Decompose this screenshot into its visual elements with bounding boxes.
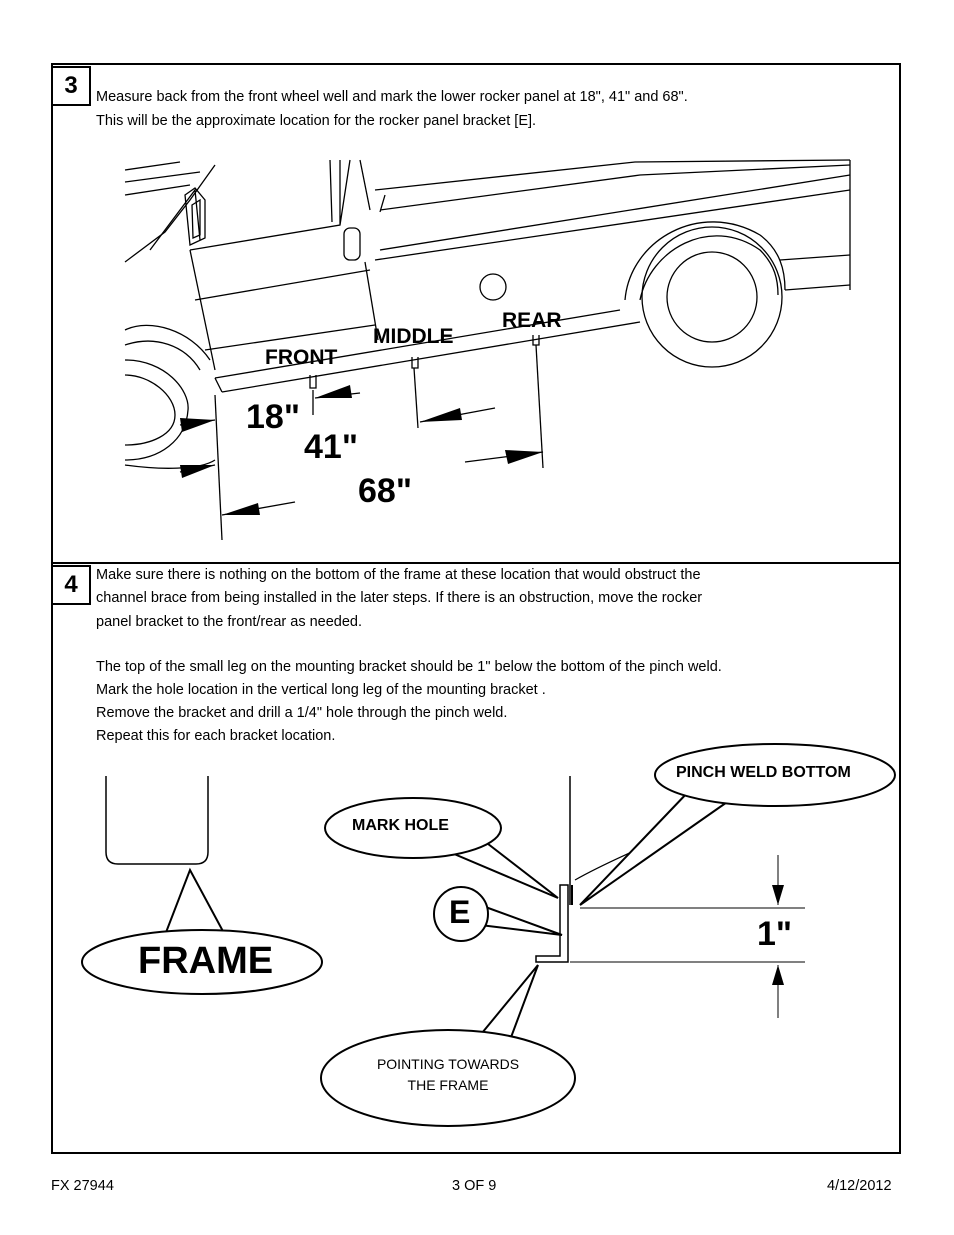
label-rear: REAR	[502, 309, 562, 332]
step-3-text-line-2: This will be the approximate location fo…	[96, 113, 537, 129]
callout-mark-hole: MARK HOLE	[352, 817, 449, 834]
measurement-68: 68"	[358, 472, 412, 510]
label-front: FRONT	[265, 346, 338, 369]
footer-part-number: FX 27944	[51, 1178, 114, 1194]
callout-pinch-weld-bottom: PINCH WELD BOTTOM	[676, 764, 851, 781]
step-divider	[51, 562, 901, 564]
step-4-text2-line-4: Repeat this for each bracket location.	[96, 728, 336, 744]
step-4-text-line-1: Make sure there is nothing on the bottom…	[96, 567, 701, 583]
step-4-text-line-3: panel bracket to the front/rear as neede…	[96, 614, 363, 630]
step-4-number: 4	[51, 565, 91, 605]
step-4-text2-line-1: The top of the small leg on the mounting…	[96, 659, 722, 675]
callout-pointing-line-1: POINTING TOWARDS	[376, 1056, 520, 1072]
page-border	[51, 63, 901, 1154]
step-3-number: 3	[51, 66, 91, 106]
step-4-text2-line-3: Remove the bracket and drill a 1/4" hole…	[96, 705, 508, 721]
footer-page-number: 3 OF 9	[452, 1178, 497, 1194]
step-4-text2-line-2: Mark the hole location in the vertical l…	[96, 682, 546, 698]
measurement-41: 41"	[304, 428, 358, 466]
callout-bracket-e: E	[449, 894, 471, 930]
step-3-text-line-1: Measure back from the front wheel well a…	[96, 89, 688, 105]
callout-frame: FRAME	[138, 940, 274, 982]
step-4-text-line-2: channel brace from being installed in th…	[96, 590, 703, 606]
measurement-18: 18"	[246, 398, 300, 436]
callout-pointing-line-2: THE FRAME	[407, 1077, 489, 1093]
dimension-1-inch: 1"	[757, 915, 793, 953]
label-middle: MIDDLE	[373, 325, 454, 348]
footer-date: 4/12/2012	[827, 1178, 892, 1194]
